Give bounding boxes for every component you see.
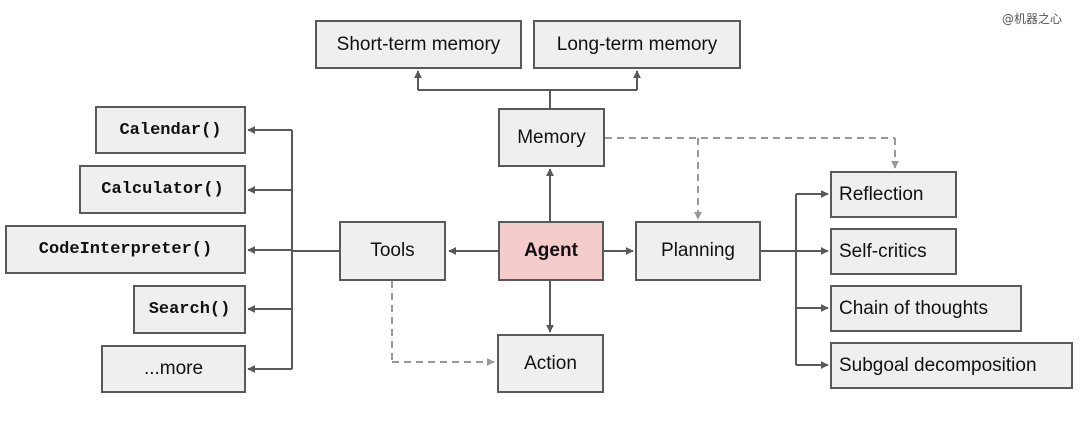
edge-memory-to-planning-dashed	[605, 137, 899, 220]
node-self-critics: Self-critics	[830, 228, 957, 275]
node-chain-of-thoughts: Chain of thoughts	[830, 285, 1022, 332]
watermark: @机器之心	[1001, 12, 1062, 26]
node-reflection: Reflection	[830, 171, 957, 218]
node-agent: Agent	[498, 221, 604, 281]
node-planning: Planning	[635, 221, 761, 281]
edge-memory-to-short-long-term	[414, 70, 641, 108]
node-memory: Memory	[498, 108, 605, 167]
node-tool-code-interpreter: CodeInterpreter()	[5, 225, 246, 274]
node-action: Action	[497, 334, 604, 393]
node-tools: Tools	[339, 221, 446, 281]
edge-tools-to-tool-list	[247, 126, 339, 373]
node-tool-more: ...more	[101, 345, 246, 393]
node-tool-search: Search()	[133, 285, 246, 334]
node-tool-calendar: Calendar()	[95, 106, 246, 154]
node-short-term-memory: Short-term memory	[315, 20, 522, 69]
node-long-term-memory: Long-term memory	[533, 20, 741, 69]
edge-planning-to-components	[761, 190, 829, 369]
node-tool-calculator: Calculator()	[79, 165, 246, 214]
edge-tools-to-action-dashed	[391, 281, 495, 366]
node-subgoal-decomposition: Subgoal decomposition	[830, 342, 1073, 389]
